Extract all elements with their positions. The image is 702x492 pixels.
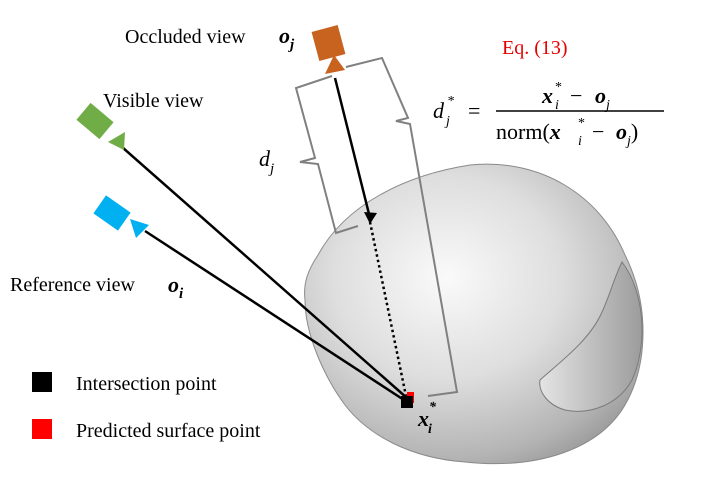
dj-bracket <box>294 75 359 235</box>
occluded-ray-arrowhead <box>364 212 377 224</box>
reference-ray <box>144 229 405 402</box>
legend-label-intersection: Intersection point <box>76 373 217 395</box>
equation-ref: Eq. (13) <box>502 37 568 59</box>
reference-camera-icon <box>93 195 149 238</box>
legend-label-predicted: Predicted surface point <box>76 420 261 442</box>
intersection-point-label: xi* <box>417 400 437 437</box>
legend-swatch-intersection <box>32 372 52 392</box>
reference-view-symbol: oi <box>168 272 184 302</box>
legend-swatch-predicted <box>32 419 52 439</box>
occluded-view-symbol: oj <box>279 23 295 53</box>
helmet-body <box>304 163 644 465</box>
dj-label: dj <box>259 146 274 177</box>
legend: Intersection point Predicted surface poi… <box>32 372 261 442</box>
reference-view-label: Reference view <box>10 274 135 296</box>
djstar-bracket <box>345 56 459 397</box>
occluded-ray <box>333 77 372 219</box>
equation-equals: = <box>468 98 480 123</box>
helmet-mesh <box>304 163 644 465</box>
visible-ray <box>121 146 408 399</box>
occluded-camera-icon <box>311 25 346 74</box>
helmet-strap <box>539 261 643 412</box>
intersection-point <box>401 396 413 408</box>
occluded-view-label: Occluded view <box>125 26 246 48</box>
visible-camera-icon <box>76 102 125 150</box>
visible-view-label: Visible view <box>103 90 204 112</box>
occluded-ray-hidden <box>368 221 408 397</box>
